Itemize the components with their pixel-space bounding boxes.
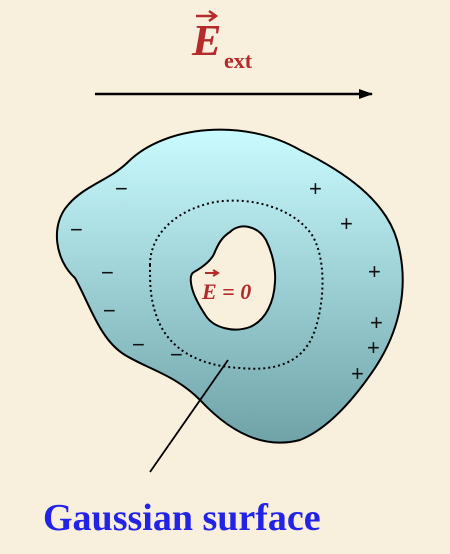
conductor-body — [55, 128, 404, 444]
negative-charge: − — [132, 332, 145, 357]
negative-charges: − − − − − − — [70, 176, 183, 367]
gaussian-surface-caption: Gaussian surface — [43, 497, 321, 539]
negative-charge: − — [115, 176, 128, 201]
negative-charge: − — [70, 217, 83, 242]
positive-charge: + — [367, 335, 380, 360]
field-subscript: ext — [224, 48, 253, 73]
positive-charge: + — [351, 361, 364, 386]
positive-charge: + — [370, 310, 383, 335]
inner-field-text: E = 0 — [201, 279, 251, 304]
positive-charge: + — [368, 259, 381, 284]
caption-pointer-line — [149, 359, 229, 473]
inner-field-label: E = 0 — [201, 269, 251, 304]
field-vector-arrowhead-icon — [208, 9, 219, 23]
negative-charge: − — [103, 298, 116, 323]
positive-charges: + + + + + + — [309, 176, 383, 386]
negative-charge: − — [170, 342, 183, 367]
negative-charge: − — [101, 260, 114, 285]
field-label: E ext — [191, 9, 253, 73]
positive-charge: + — [340, 211, 353, 236]
positive-charge: + — [309, 176, 322, 201]
inner-vector-arrowhead-icon — [212, 269, 220, 277]
field-symbol: E — [191, 16, 221, 65]
